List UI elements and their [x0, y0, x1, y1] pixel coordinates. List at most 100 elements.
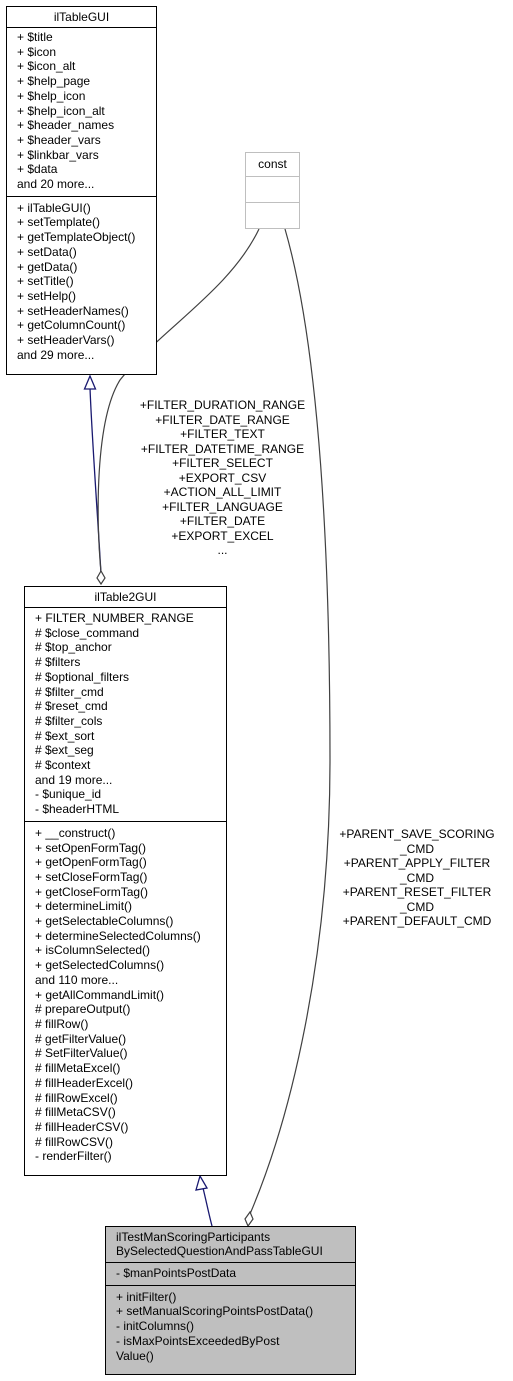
methods-section: + __construct()+ setOpenFormTag()+ getOp… — [25, 820, 226, 1167]
attribute-item: + $help_icon_alt — [17, 103, 105, 118]
method-item: + setOpenFormTag() — [35, 840, 147, 855]
method-item: + determineLimit() — [35, 899, 133, 914]
attributes-section — [246, 176, 299, 202]
attributes-section: + $title+ $icon+ $icon_alt+ $help_page+ … — [7, 27, 156, 196]
attribute-item: - $manPointsPostData — [116, 1266, 237, 1280]
attribute-item: + $icon_alt — [17, 59, 76, 74]
method-item: - renderFilter() — [35, 1149, 112, 1164]
edge-label-const-to-target: +PARENT_SAVE_SCORING_CMD+PARENT_APPLY_FI… — [318, 827, 513, 929]
method-item: + getSelectableColumns() — [35, 914, 174, 929]
method-item: + setData() — [17, 244, 77, 259]
class-name: ilTable2GUI — [94, 590, 157, 604]
method-item: # fillRowExcel() — [35, 1090, 118, 1105]
method-item: # getFilterValue() — [35, 1031, 127, 1046]
edge-label-line: +EXPORT_CSV — [178, 470, 267, 485]
usage-edge-const-to-target — [244, 228, 331, 1228]
method-item: # prepareOutput() — [35, 1002, 131, 1017]
edge-label-line: +FILTER_DATETIME_RANGE — [140, 441, 305, 456]
edge-label-line: +PARENT_RESET_FILTER — [342, 885, 492, 899]
method-item: # fillRowCSV() — [35, 1134, 114, 1149]
edge-label-line: +FILTER_SELECT — [172, 456, 273, 470]
attribute-item: # $filter_cmd — [35, 684, 104, 699]
usage-edge-const-to-iltable2gui — [96, 228, 260, 586]
attribute-item: + $data — [17, 162, 58, 177]
edge-label-line: +FILTER_TEXT — [180, 427, 265, 441]
class-name-line-1: ilTestManScoringParticipants — [116, 1230, 271, 1244]
methods-section: + ilTableGUI()+ setTemplate()+ getTempla… — [7, 195, 156, 366]
method-item: + setTemplate() — [17, 215, 101, 230]
attribute-item: + $header_names — [17, 118, 115, 133]
edge-label-line: +FILTER_LANGUAGE — [162, 499, 283, 514]
edge-label-line: +ACTION_ALL_LIMIT — [163, 485, 282, 499]
attribute-item: # $optional_filters — [35, 669, 130, 684]
method-item: + setHeaderNames() — [17, 303, 129, 318]
method-item: + getColumnCount() — [17, 318, 126, 333]
method-item: + getAllCommandLimit() — [35, 987, 165, 1002]
inheritance-edge-target-to-iltable2gui — [195, 1174, 213, 1227]
method-item: + setTitle() — [17, 274, 74, 289]
class-name-line-2: BySelectedQuestionAndPassTableGUI — [116, 1244, 323, 1258]
attribute-item: # $ext_seg — [35, 743, 94, 758]
method-item: + setHeaderVars() — [17, 333, 115, 348]
attribute-item: # $context — [35, 758, 91, 773]
method-item: + setCloseFormTag() — [35, 869, 148, 884]
class-name: ilTestManScoringParticipants BySelectedQ… — [106, 1227, 355, 1262]
edge-label-line: +FILTER_DATE_RANGE — [155, 412, 290, 427]
edge-label-line: _CMD — [399, 870, 434, 885]
edge-label-line: +PARENT_APPLY_FILTER — [343, 856, 491, 870]
method-item: # fillMetaCSV() — [35, 1105, 116, 1120]
class-const: const — [245, 152, 300, 229]
attribute-item: - $unique_id — [35, 787, 102, 802]
attribute-item: + $header_vars — [17, 132, 101, 147]
method-item: # SetFilterValue() — [35, 1046, 128, 1061]
class-iltable2gui: ilTable2GUI + FILTER_NUMBER_RANGE# $clos… — [24, 586, 227, 1176]
method-item: Value() — [116, 1348, 154, 1363]
attribute-item: # $top_anchor — [35, 640, 112, 655]
method-item: + getOpenFormTag() — [35, 855, 147, 870]
attribute-item: + $help_page — [17, 74, 91, 89]
class-name: ilTableGUI — [53, 10, 110, 24]
attribute-item: + $linkbar_vars — [17, 147, 99, 162]
method-item: and 29 more... — [17, 347, 95, 362]
edge-label-line: _CMD — [399, 899, 434, 914]
edge-label-line: +PARENT_SAVE_SCORING — [339, 827, 495, 841]
method-item: - isMaxPointsExceededByPost — [116, 1333, 280, 1348]
method-item: + __construct() — [35, 825, 116, 840]
method-item: # fillHeaderExcel() — [35, 1075, 134, 1090]
method-item: + getSelectedColumns() — [35, 958, 165, 973]
method-item: # fillHeaderCSV() — [35, 1119, 129, 1134]
class-iltablegui: ilTableGUI + $title+ $icon+ $icon_alt+ $… — [6, 6, 157, 375]
method-item: # fillRow() — [35, 1016, 89, 1031]
edge-label-line: +FILTER_DATE — [179, 514, 266, 528]
class-iltestmanscoringparticipantsbyselectedquestionandpasstablegui: ilTestManScoringParticipants BySelectedQ… — [105, 1226, 356, 1375]
edge-label-line: ... — [217, 543, 228, 557]
attributes-section: - $manPointsPostData — [106, 1262, 355, 1285]
method-item: + ilTableGUI() — [17, 200, 91, 215]
class-name: const — [258, 157, 287, 171]
method-item: # fillMetaExcel() — [35, 1061, 121, 1076]
attribute-item: and 20 more... — [17, 177, 95, 192]
method-item: + setManualScoringPointsPostData() — [116, 1304, 314, 1319]
edge-label-line: +FILTER_DURATION_RANGE — [139, 398, 306, 412]
attribute-item: and 19 more... — [35, 772, 113, 787]
edge-label-line: _CMD — [399, 841, 434, 856]
attribute-item: - $headerHTML — [35, 802, 120, 817]
method-item: and 110 more... — [35, 972, 119, 987]
attribute-item: + $help_icon — [17, 88, 86, 103]
method-item: + setHelp() — [17, 288, 77, 303]
attribute-item: # $reset_cmd — [35, 699, 108, 714]
edge-label-line: +PARENT_DEFAULT_CMD — [342, 914, 492, 928]
methods-section — [246, 202, 299, 227]
attribute-item: + FILTER_NUMBER_RANGE — [35, 611, 194, 625]
methods-section: + initFilter()+ setManualScoringPointsPo… — [106, 1284, 355, 1367]
edge-label-const-to-iltable2gui: +FILTER_DURATION_RANGE+FILTER_DATE_RANGE… — [110, 398, 335, 558]
method-item: + isColumnSelected() — [35, 943, 151, 958]
method-item: - initColumns() — [116, 1319, 195, 1334]
attribute-item: + $icon — [17, 44, 57, 59]
edge-label-line: +EXPORT_EXCEL — [171, 528, 274, 543]
method-item: + initFilter() — [116, 1289, 177, 1304]
attribute-item: + $title — [17, 30, 53, 44]
attribute-item: # $ext_sort — [35, 728, 95, 743]
attribute-item: # $filters — [35, 655, 81, 670]
